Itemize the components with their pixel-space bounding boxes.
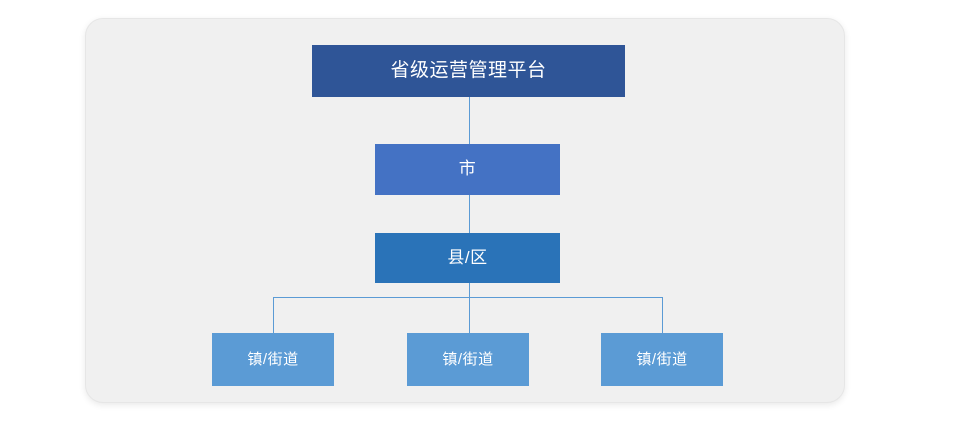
node-province-platform[interactable]: 省级运营管理平台 bbox=[312, 45, 625, 97]
node-town-street-3[interactable]: 镇/街道 bbox=[601, 333, 723, 386]
connector-horizontal-bus bbox=[273, 296, 663, 298]
connector-bus-to-town-3 bbox=[661, 297, 663, 333]
connector-bus-to-town-2 bbox=[468, 297, 470, 333]
connector-province-to-city bbox=[468, 97, 470, 144]
node-town-street-2[interactable]: 镇/街道 bbox=[407, 333, 529, 386]
connector-county-to-bus bbox=[468, 283, 470, 297]
connector-city-to-county bbox=[468, 195, 470, 233]
node-town-street-1[interactable]: 镇/街道 bbox=[212, 333, 334, 386]
node-city[interactable]: 市 bbox=[375, 144, 560, 195]
connector-bus-to-town-1 bbox=[272, 297, 274, 333]
node-county-district[interactable]: 县/区 bbox=[375, 233, 560, 283]
